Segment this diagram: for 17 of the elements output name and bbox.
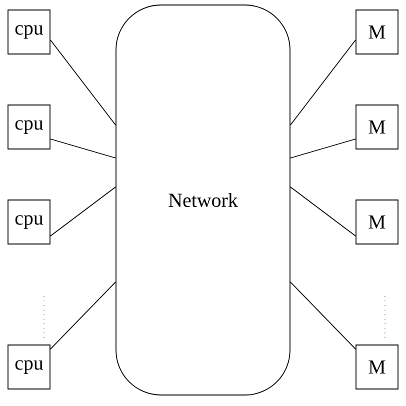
component-box: cpu <box>8 200 50 244</box>
component-box: cpu <box>8 344 50 390</box>
component-box: cpu <box>8 104 50 150</box>
connector-line <box>290 186 356 236</box>
connector-line <box>50 40 116 126</box>
component-box: M <box>356 200 398 244</box>
connector-line <box>50 186 116 236</box>
connector-line <box>50 138 116 158</box>
connector-line <box>290 40 356 126</box>
component-box: cpu <box>8 10 50 54</box>
connector-line <box>50 282 116 350</box>
component-box: M <box>356 104 398 150</box>
component-box: M <box>356 344 398 390</box>
connector-line <box>290 282 356 350</box>
network-box: Network <box>116 4 290 396</box>
connector-line <box>290 138 356 158</box>
component-box: M <box>356 10 398 54</box>
